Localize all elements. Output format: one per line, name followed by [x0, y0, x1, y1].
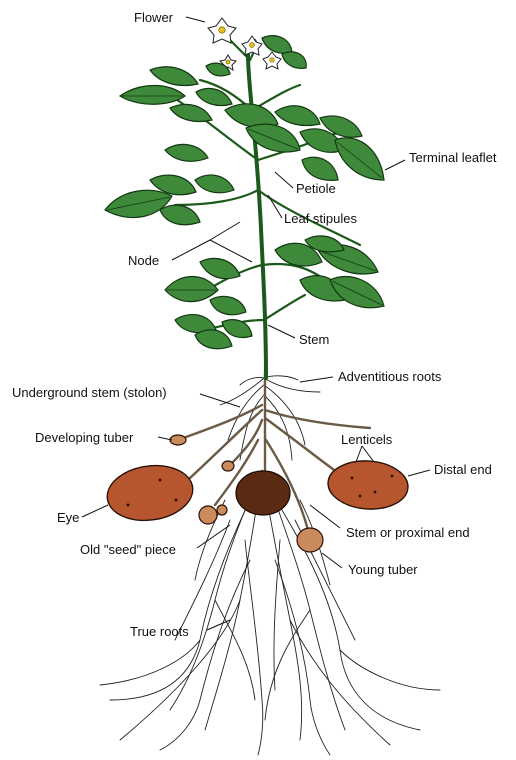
label-seed-piece: Old "seed" piece [80, 542, 176, 557]
label-proximal-end: Stem or proximal end [346, 525, 470, 540]
label-leaf-stipules: Leaf stipules [284, 211, 357, 226]
label-petiole: Petiole [296, 181, 336, 196]
label-stem: Stem [299, 332, 329, 347]
label-distal-end: Distal end [434, 462, 492, 477]
label-lenticels: Lenticels [341, 432, 393, 447]
label-developing-tuber: Developing tuber [35, 430, 134, 445]
leaves [105, 67, 384, 349]
label-terminal-leaflet: Terminal leaflet [409, 150, 497, 165]
label-true-roots: True roots [130, 624, 189, 639]
developing-tuber-shape [170, 435, 186, 445]
label-stolon: Underground stem (stolon) [12, 385, 167, 400]
label-flower: Flower [134, 10, 174, 25]
label-adventitious-roots: Adventitious roots [338, 369, 442, 384]
tuber-left [104, 460, 197, 525]
seed-piece-shape [236, 471, 290, 515]
young-tuber-shape [297, 528, 323, 552]
label-young-tuber: Young tuber [348, 562, 418, 577]
flowers [206, 18, 306, 76]
label-node: Node [128, 253, 159, 268]
label-eye: Eye [57, 510, 79, 525]
tuber-right [326, 458, 409, 511]
flower-main [208, 18, 236, 43]
